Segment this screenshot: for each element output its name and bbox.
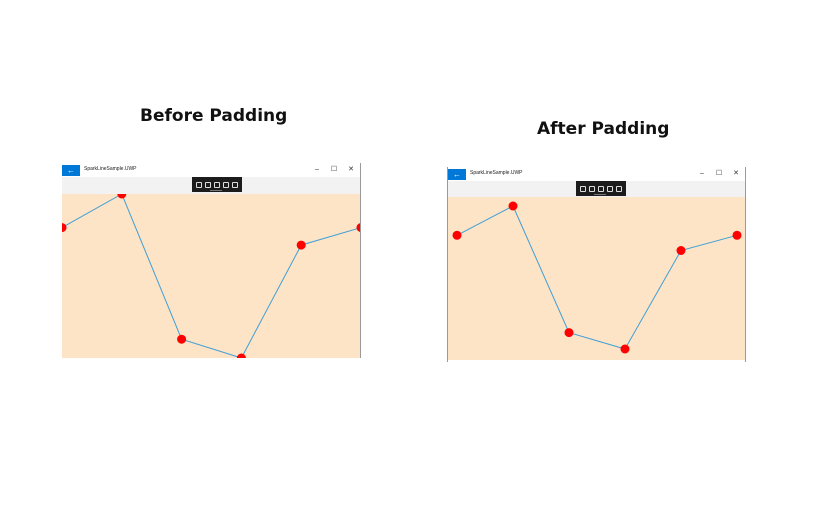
sparkline-series bbox=[62, 194, 360, 358]
track-focus-icon[interactable] bbox=[597, 185, 604, 192]
app-title: SparkLineSample.UWP bbox=[84, 166, 137, 172]
sparkline-svg bbox=[62, 194, 360, 358]
select-element-icon[interactable] bbox=[195, 181, 202, 188]
data-point-marker bbox=[296, 240, 306, 250]
data-point-marker bbox=[117, 194, 127, 199]
data-point-marker bbox=[676, 246, 686, 255]
after-padding-heading: After Padding bbox=[537, 119, 670, 139]
data-point-marker bbox=[564, 328, 574, 338]
data-point-marker bbox=[620, 344, 630, 354]
data-point-marker bbox=[177, 334, 187, 344]
live-visual-tree-icon[interactable] bbox=[616, 185, 623, 192]
display-layout-adorners-icon[interactable] bbox=[588, 185, 595, 192]
minimize-icon[interactable]: – bbox=[315, 166, 319, 173]
data-point-marker bbox=[732, 230, 742, 240]
debug-toolbar bbox=[576, 181, 626, 196]
maximize-icon[interactable]: ☐ bbox=[330, 166, 338, 173]
back-arrow-icon[interactable]: ← bbox=[62, 165, 80, 176]
app-title: SparkLineSample.UWP bbox=[470, 170, 523, 176]
data-point-marker bbox=[356, 223, 360, 232]
debug-toolbar bbox=[192, 177, 242, 192]
sparkline-series bbox=[456, 205, 738, 350]
after-padding-window: ← SparkLineSample.UWP – ☐ ✕ bbox=[447, 167, 746, 362]
before-padding-window: ← SparkLineSample.UWP – ☐ ✕ bbox=[62, 163, 361, 358]
live-visual-tree-icon[interactable] bbox=[232, 181, 239, 188]
before-padding-heading: Before Padding bbox=[140, 106, 288, 126]
data-point-marker bbox=[508, 201, 518, 211]
display-layout-adorners-icon[interactable] bbox=[204, 181, 211, 188]
data-point-marker bbox=[236, 353, 246, 358]
sparkline-chart-after bbox=[448, 197, 745, 360]
close-icon[interactable]: ✕ bbox=[733, 170, 739, 177]
data-point-marker bbox=[452, 230, 462, 240]
back-arrow-icon[interactable]: ← bbox=[448, 169, 466, 180]
maximize-icon[interactable]: ☐ bbox=[715, 170, 723, 177]
data-point-marker bbox=[62, 223, 67, 233]
title-bar: ← SparkLineSample.UWP – ☐ ✕ bbox=[448, 167, 745, 181]
show-xaml-icon[interactable] bbox=[607, 185, 614, 192]
track-focus-icon[interactable] bbox=[213, 181, 220, 188]
sparkline-chart-before bbox=[62, 194, 360, 358]
toolbar-grip bbox=[210, 190, 222, 191]
title-bar: ← SparkLineSample.UWP – ☐ ✕ bbox=[62, 163, 360, 177]
sparkline-svg bbox=[452, 201, 742, 354]
show-xaml-icon[interactable] bbox=[223, 181, 230, 188]
minimize-icon[interactable]: – bbox=[700, 170, 704, 177]
select-element-icon[interactable] bbox=[579, 185, 586, 192]
command-bar bbox=[62, 177, 360, 194]
toolbar-grip bbox=[594, 194, 606, 195]
command-bar bbox=[448, 181, 745, 198]
close-icon[interactable]: ✕ bbox=[348, 166, 354, 173]
